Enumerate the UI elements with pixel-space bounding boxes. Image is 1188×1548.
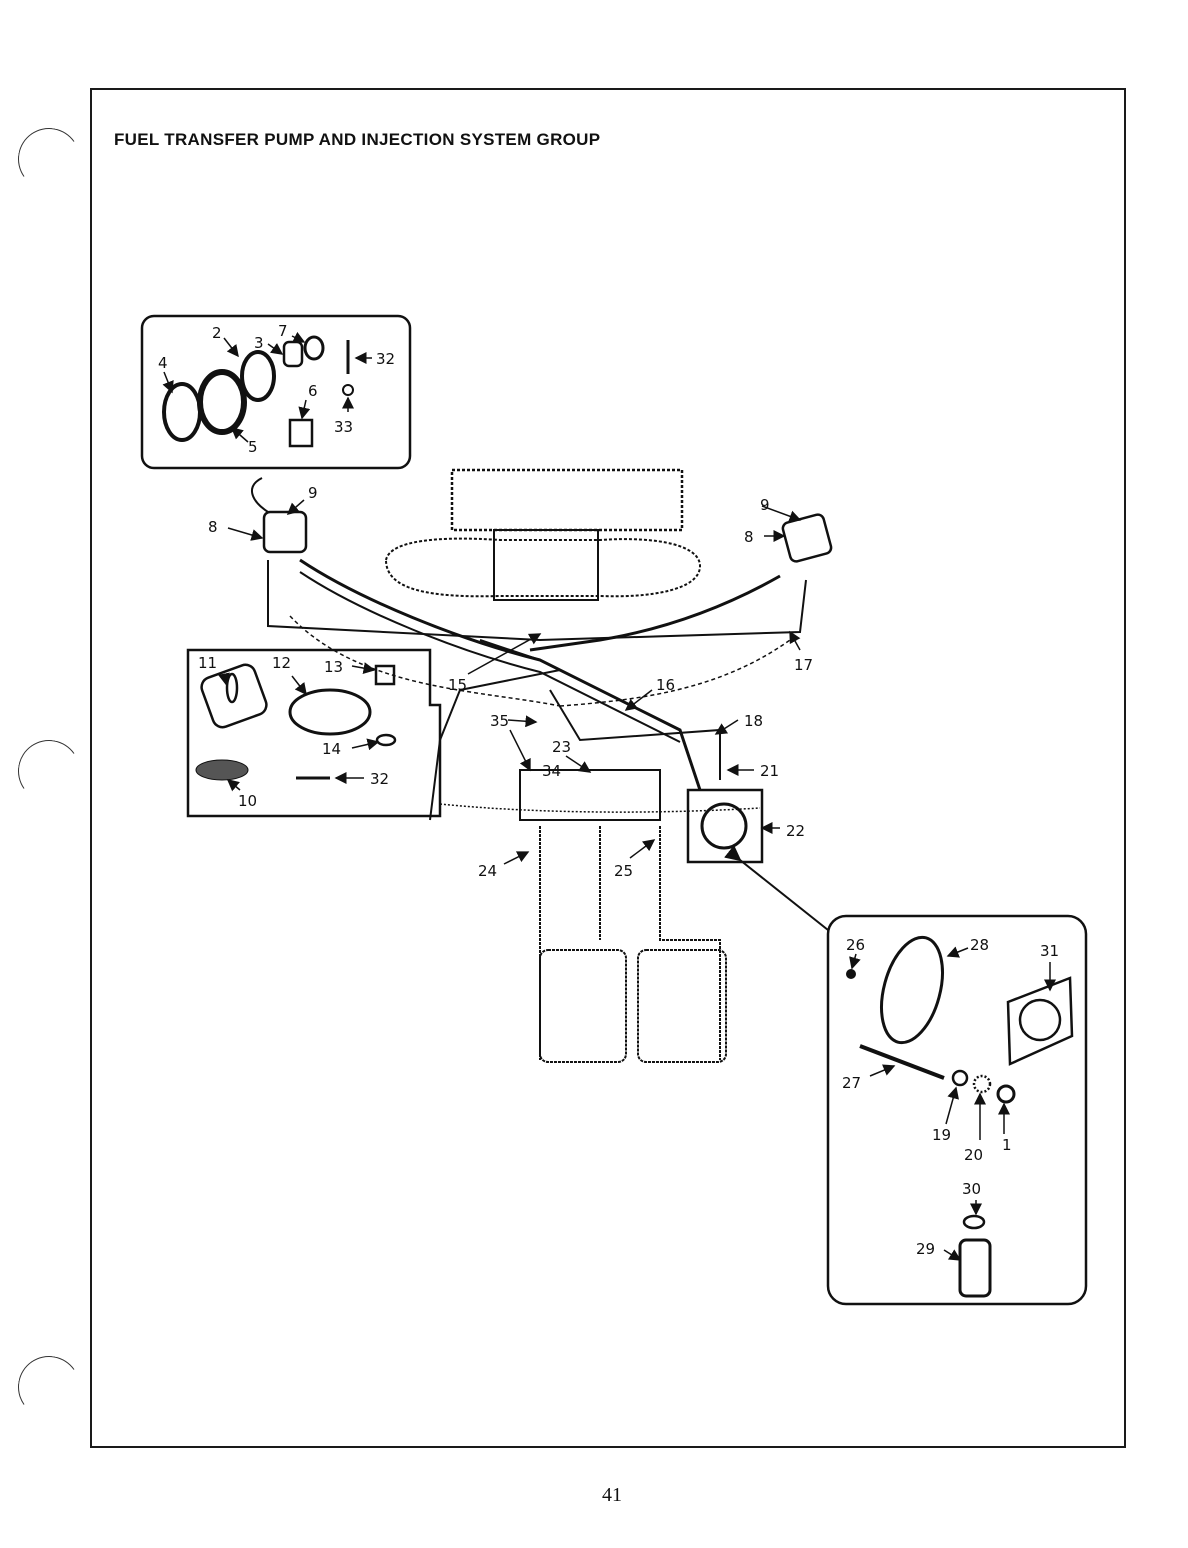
callout-10: 10 [238,792,257,810]
callout-8a: 8 [208,518,218,536]
callout-17: 17 [794,656,813,674]
callout-25: 25 [614,862,633,880]
callout-2: 2 [212,324,222,342]
callout-29: 29 [916,1240,935,1258]
inset-screen-gasket-parts [188,650,440,816]
callout-7: 7 [278,322,288,340]
callout-4: 4 [158,354,168,372]
callout-26: 26 [846,936,865,954]
callout-19: 19 [932,1126,951,1144]
callout-9b: 9 [760,496,770,514]
callout-27: 27 [842,1074,861,1092]
inset-transfer-pump-seal-parts [142,316,410,468]
page-number: 41 [602,1484,622,1507]
callout-9a: 9 [308,484,318,502]
callout-8b: 8 [744,528,754,546]
callout-labels: 1 2 3 4 5 6 7 8 9 8 9 10 11 12 13 14 15 … [158,322,1059,1258]
callout-20: 20 [964,1146,983,1164]
callout-33: 33 [334,418,353,436]
callout-34: 34 [542,762,561,780]
callout-1: 1 [1002,1136,1012,1154]
callout-32b: 32 [370,770,389,788]
callout-35: 35 [490,712,509,730]
inset-filter-base-parts [828,916,1086,1304]
callout-28: 28 [970,936,989,954]
callout-3: 3 [254,334,264,352]
callout-30: 30 [962,1180,981,1198]
callout-12: 12 [272,654,291,672]
callout-22: 22 [786,822,805,840]
callout-18: 18 [744,712,763,730]
callout-14: 14 [322,740,341,758]
callout-32a: 32 [376,350,395,368]
callout-21: 21 [760,762,779,780]
callout-31: 31 [1040,942,1059,960]
callout-24: 24 [478,862,497,880]
callout-13: 13 [324,658,343,676]
callout-11: 11 [198,654,217,672]
callout-6: 6 [308,382,318,400]
callout-15: 15 [448,676,467,694]
callout-5: 5 [248,438,258,456]
callout-leaders [164,336,1050,1260]
callout-16: 16 [656,676,675,694]
callout-23: 23 [552,738,571,756]
